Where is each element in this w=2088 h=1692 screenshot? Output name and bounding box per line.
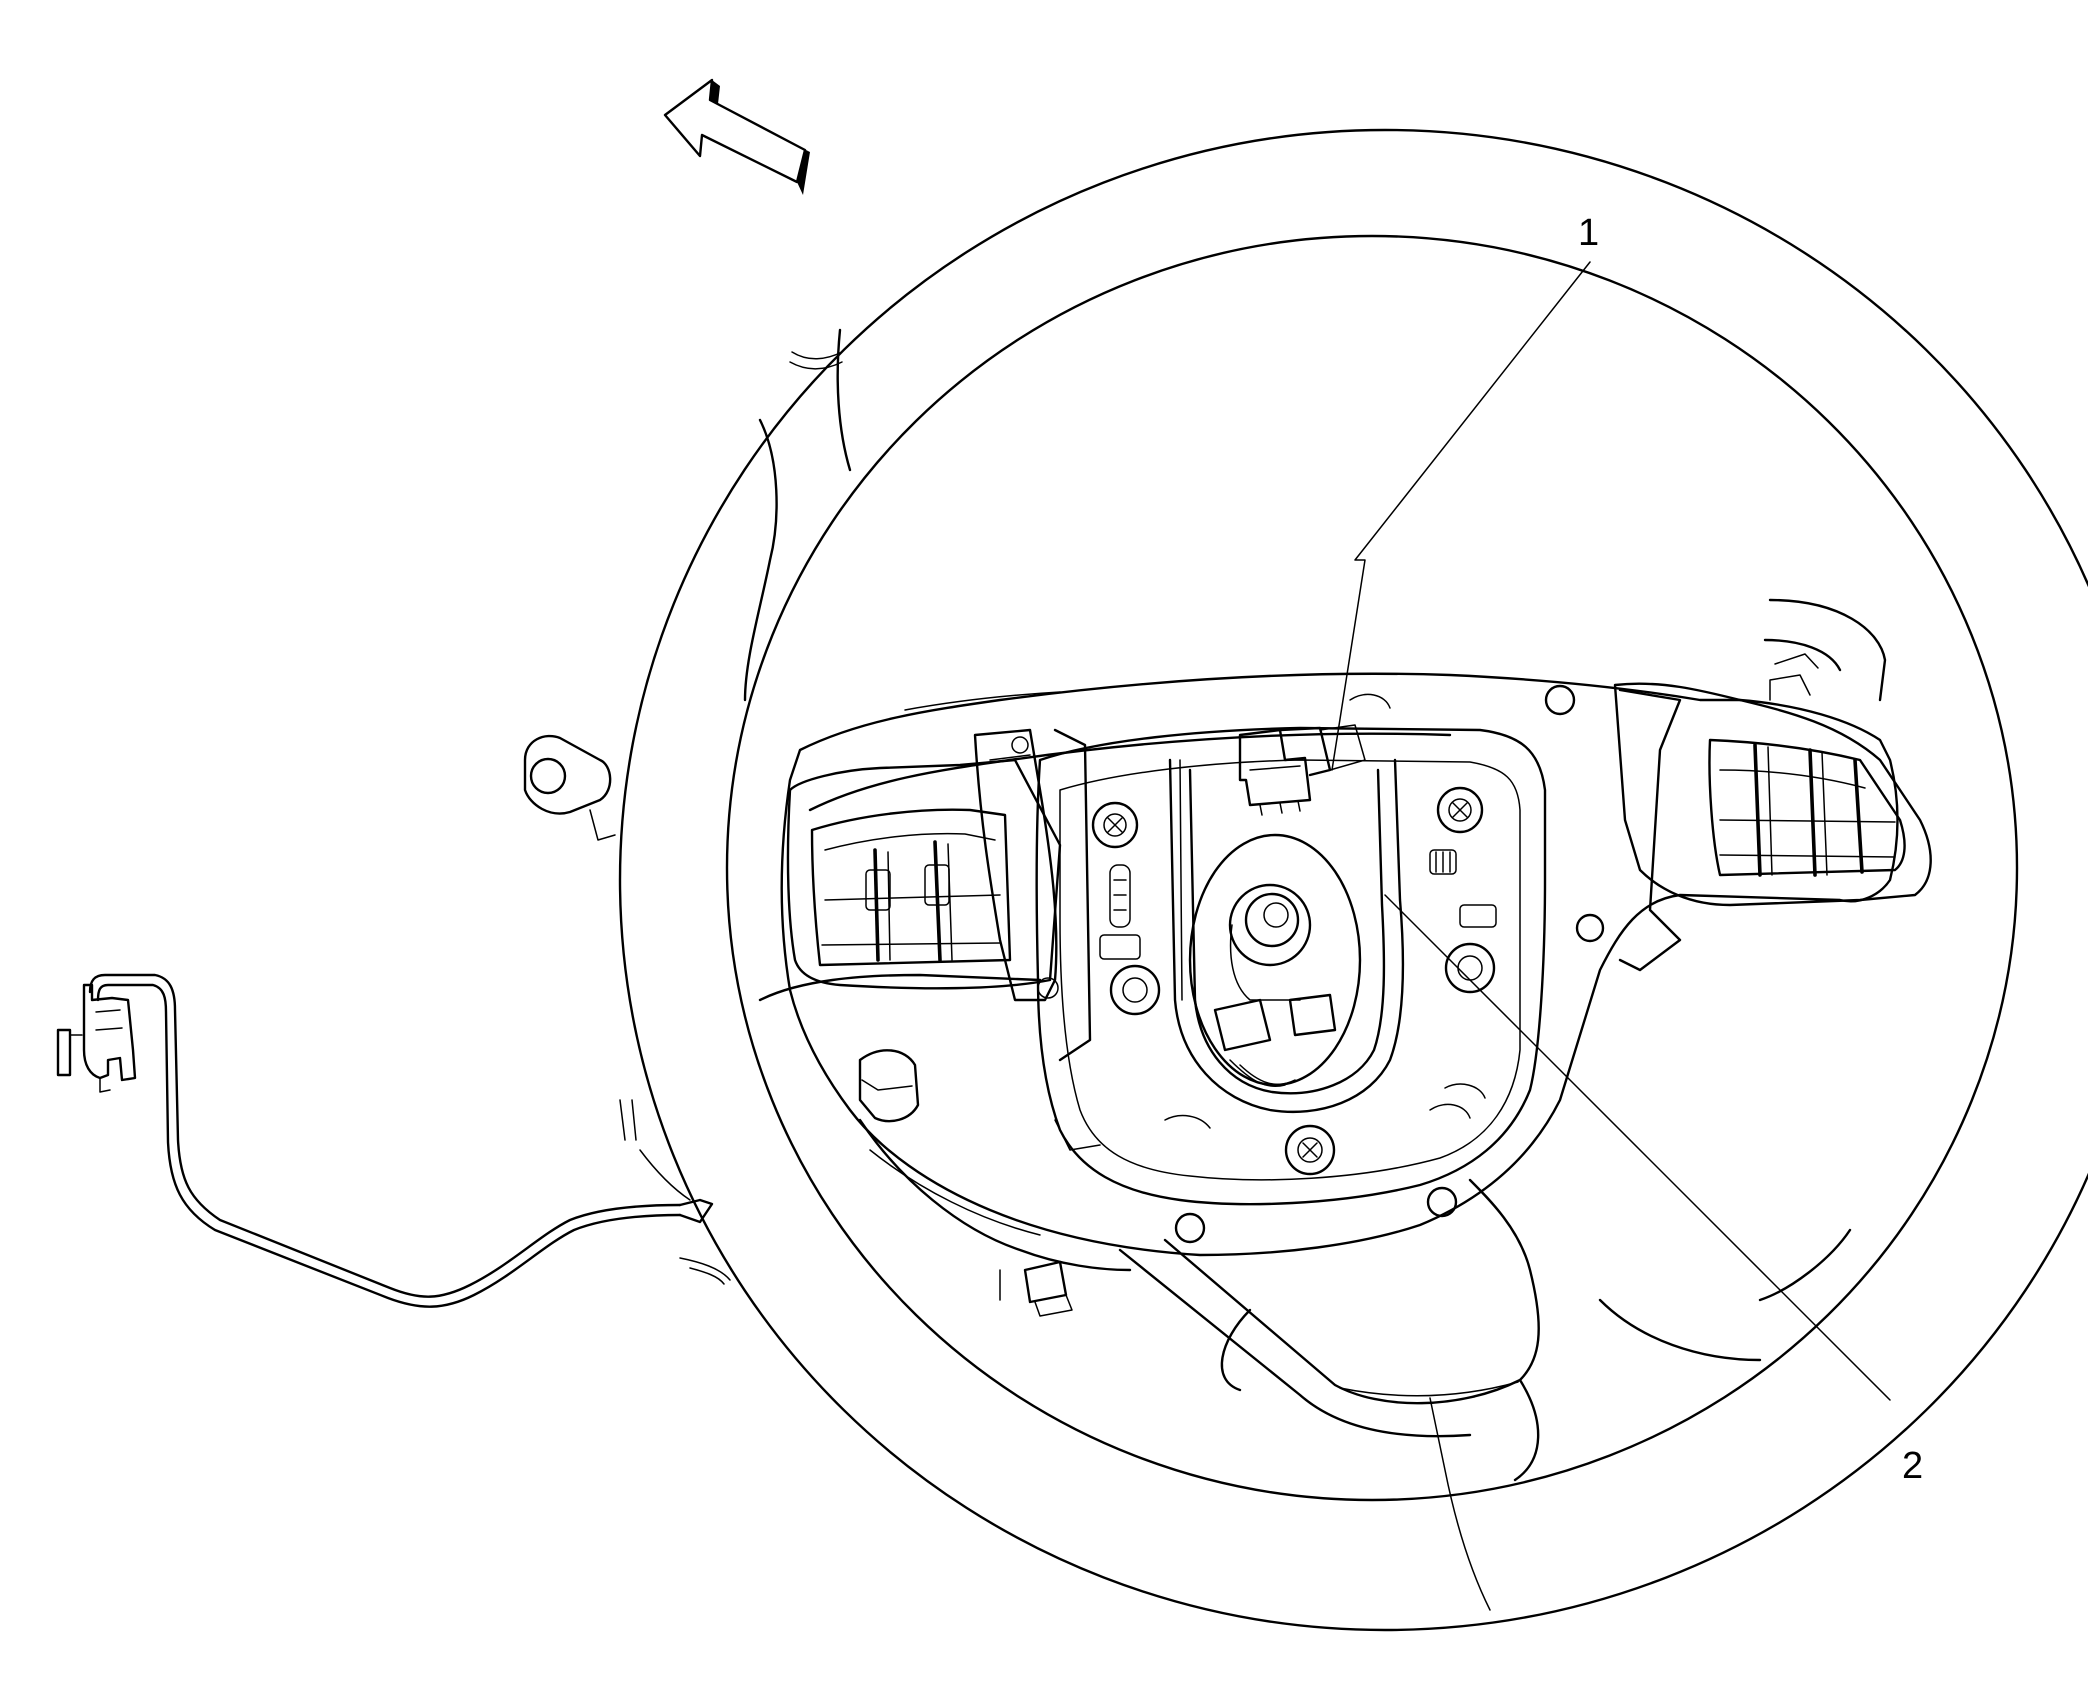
steering-wheel-rim (619, 129, 2088, 1631)
clockspring-cavity (1168, 758, 1405, 1114)
upper-left-grip (743, 328, 852, 702)
upper-connector (1238, 724, 1366, 816)
hub-fasteners (1011, 684, 1605, 1244)
callout-2: 2 (1902, 1445, 1923, 1487)
svg-text:2: 2 (1902, 1445, 1923, 1487)
left-switch-pod (786, 758, 1062, 990)
hub-plate (1035, 726, 1547, 1206)
lower-spoke (1118, 1178, 1852, 1611)
right-grip (1763, 598, 1887, 702)
left-mounting-boss (523, 734, 920, 1123)
right-switch-pod (1613, 674, 1932, 972)
leader-lines (1331, 261, 1891, 1401)
wiring-harness (56, 973, 714, 1308)
direction-arrow-icon (663, 78, 810, 195)
lower-housing-connectors (619, 1099, 1101, 1317)
svg-text:1: 1 (1578, 212, 1599, 254)
left-bracket-arm (973, 728, 1092, 1062)
hub-housing (758, 672, 1899, 1272)
callout-1: 1 (1578, 212, 1599, 254)
